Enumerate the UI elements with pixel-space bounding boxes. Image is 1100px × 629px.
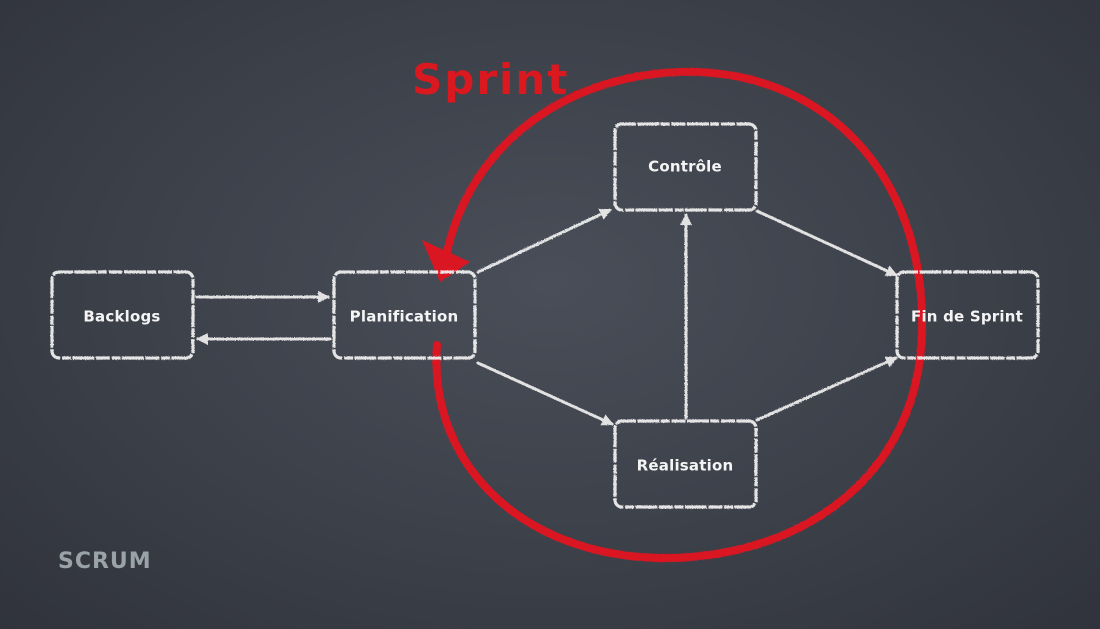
node-controle: Contrôle bbox=[613, 122, 758, 212]
node-fin-de-sprint-label: Fin de Sprint bbox=[911, 308, 1023, 326]
node-backlogs-box bbox=[50, 270, 195, 360]
node-backlogs: Backlogs bbox=[50, 270, 195, 360]
node-realisation-box bbox=[613, 419, 758, 509]
node-controle-box bbox=[613, 122, 758, 212]
sprint-title: Sprint bbox=[412, 55, 569, 104]
node-backlogs-label: Backlogs bbox=[83, 308, 160, 326]
diagram-arrows bbox=[195, 208, 898, 426]
arrow-planification-to-controle bbox=[476, 208, 612, 274]
footer-scrum-label: SCRUM bbox=[58, 549, 152, 574]
node-planification: Planification bbox=[332, 270, 477, 360]
arrow-controle-to-fin-de-sprint bbox=[755, 209, 898, 277]
sprint-loop-arrowhead bbox=[422, 240, 470, 282]
arrow-planification-to-realisation bbox=[476, 361, 614, 426]
node-planification-label: Planification bbox=[350, 308, 459, 326]
node-planification-box bbox=[332, 270, 477, 360]
node-controle-label: Contrôle bbox=[648, 158, 722, 176]
arrow-realisation-to-fin-de-sprint bbox=[755, 356, 898, 422]
node-fin-de-sprint-box bbox=[895, 270, 1040, 360]
node-realisation-label: Réalisation bbox=[637, 457, 734, 475]
node-fin-de-sprint: Fin de Sprint bbox=[895, 270, 1040, 360]
sprint-loop bbox=[422, 67, 927, 563]
node-realisation: Réalisation bbox=[613, 419, 758, 509]
